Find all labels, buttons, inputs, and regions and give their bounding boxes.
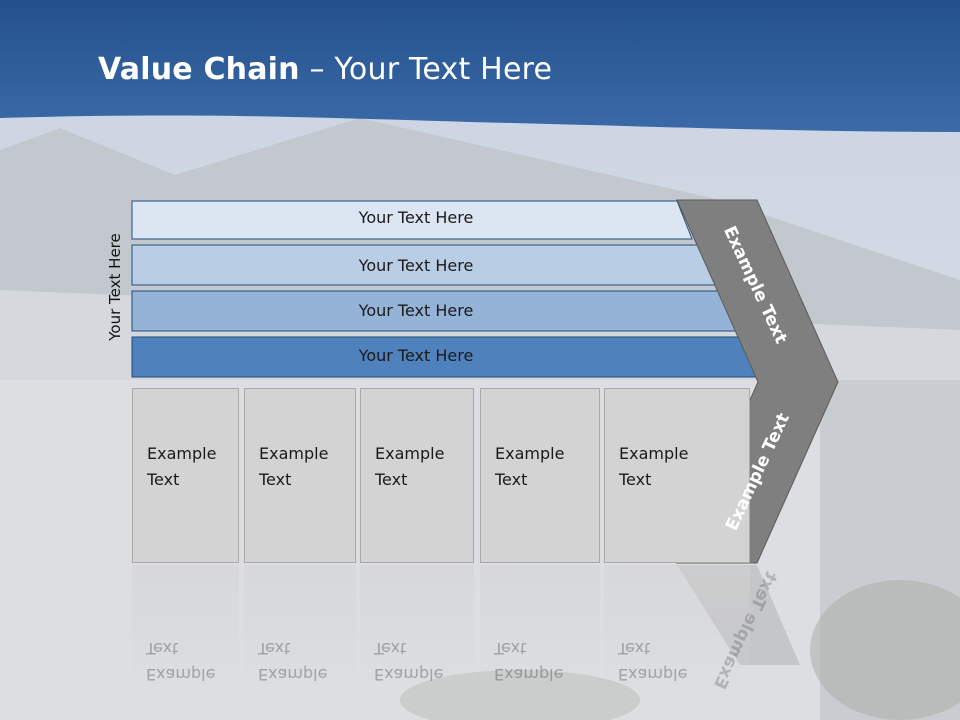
refl-4-line1: Example	[494, 665, 564, 684]
chevron-arrow	[676, 199, 839, 564]
box-1-reflection: Example Text	[132, 565, 239, 715]
slide-title: Value Chain – Your Text Here	[98, 52, 552, 87]
box-3-line2: Text	[375, 470, 408, 489]
refl-2-line1: Example	[258, 665, 328, 684]
refl-1-line1: Example	[146, 665, 216, 684]
bar-3-label: Your Text Here	[358, 301, 474, 320]
title-rest: – Your Text Here	[299, 52, 553, 87]
bar-1-label: Your Text Here	[358, 208, 474, 227]
box-5-reflection: Example Text	[604, 565, 750, 715]
box-2-line2: Text	[259, 470, 292, 489]
box-2-line1: Example	[259, 444, 329, 463]
box-1-line2: Text	[147, 470, 180, 489]
refl-3-line2: Text	[374, 639, 407, 658]
box-3-line1: Example	[375, 444, 445, 463]
box-2-reflection: Example Text	[244, 565, 356, 715]
box-4-line1: Example	[495, 444, 565, 463]
side-label: Your Text Here	[106, 233, 124, 341]
box-5-line1: Example	[619, 444, 689, 463]
refl-1-line2: Text	[146, 639, 179, 658]
title-bold: Value Chain	[98, 52, 300, 87]
refl-2-line2: Text	[258, 639, 291, 658]
bar-4-label: Your Text Here	[358, 346, 474, 365]
refl-3-line1: Example	[374, 665, 444, 684]
box-3-reflection: Example Text	[360, 565, 474, 715]
refl-4-line2: Text	[494, 639, 527, 658]
bar-2-label: Your Text Here	[358, 256, 474, 275]
refl-5-line1: Example	[618, 665, 688, 684]
box-5-line2: Text	[619, 470, 652, 489]
box-1-line1: Example	[147, 444, 217, 463]
box-4-reflection: Example Text	[480, 565, 600, 715]
bar-1	[131, 200, 693, 240]
box-4-line2: Text	[495, 470, 528, 489]
refl-5-line2: Text	[618, 639, 651, 658]
